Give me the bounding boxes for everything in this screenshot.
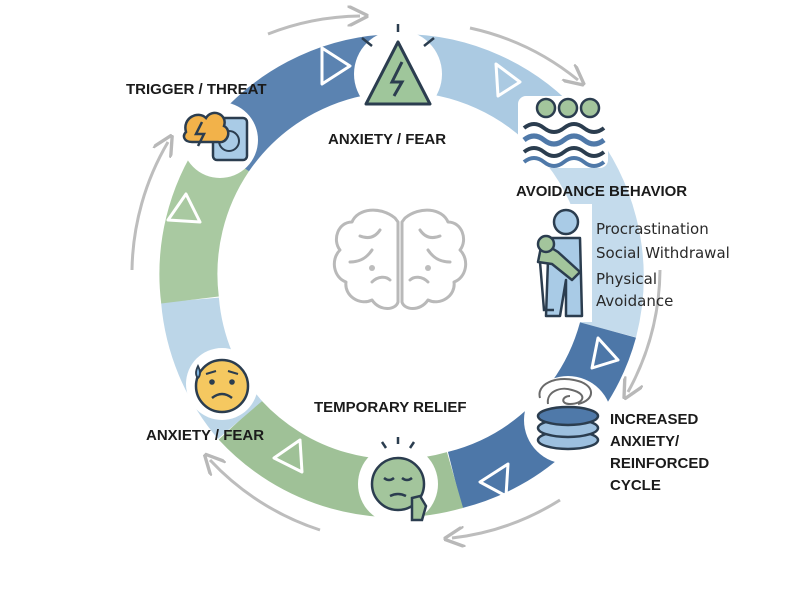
ring-arrow-bottom [272,438,304,474]
outer-arrow-top-right [469,26,578,80]
relief-label: TEMPORARY RELIEF [314,399,467,416]
warning-triangle-icon [354,24,442,118]
anxiety-top-label: ANXIETY / FEAR [328,131,446,148]
worried-face-icon [186,348,258,420]
outer-arrow-bottom-right [452,498,561,538]
storm-cloud-icon [182,102,258,178]
outer-arrow-right [628,269,662,392]
ring-arrow-left [166,192,202,224]
avoidance-item: Physical [596,270,657,288]
outer-arrow-bottom-left [210,460,321,532]
avoidance-items: Procrastination Social Withdrawal Physic… [596,220,730,310]
relieved-face-icon [358,437,438,524]
avoidance-item: Social Withdrawal [596,244,730,262]
brain-icon [332,208,468,310]
increased-label-line: CYCLE [610,477,661,494]
outer-arrow-left [130,142,168,271]
ring-direction-arrows [166,46,620,498]
trigger-label: TRIGGER / THREAT [126,81,267,98]
spiral-spring-icon [524,376,612,464]
increased-label-line: REINFORCED [610,455,709,472]
avoidance-item: Avoidance [596,292,673,310]
avoidance-label: AVOIDANCE BEHAVIOR [516,183,687,200]
waves-icon [518,96,608,168]
increased-label-line: INCREASED [610,411,699,428]
avoidance-item: Procrastination [596,220,709,238]
outer-arrow-top [267,16,360,36]
increased-label-line: ANXIETY/ [610,433,680,450]
increased-anxiety-label: INCREASED ANXIETY/ REINFORCED CYCLE [610,411,709,494]
ring-arrow-top [320,46,352,86]
outer-flow-arrows [130,16,662,538]
person-hiding-icon [532,204,592,322]
ring-arrow-bottom-right [478,462,510,498]
anxiety-left-label: ANXIETY / FEAR [146,427,264,444]
ring-arrow-right [590,336,620,370]
ring-arrow-top-right [494,62,522,98]
